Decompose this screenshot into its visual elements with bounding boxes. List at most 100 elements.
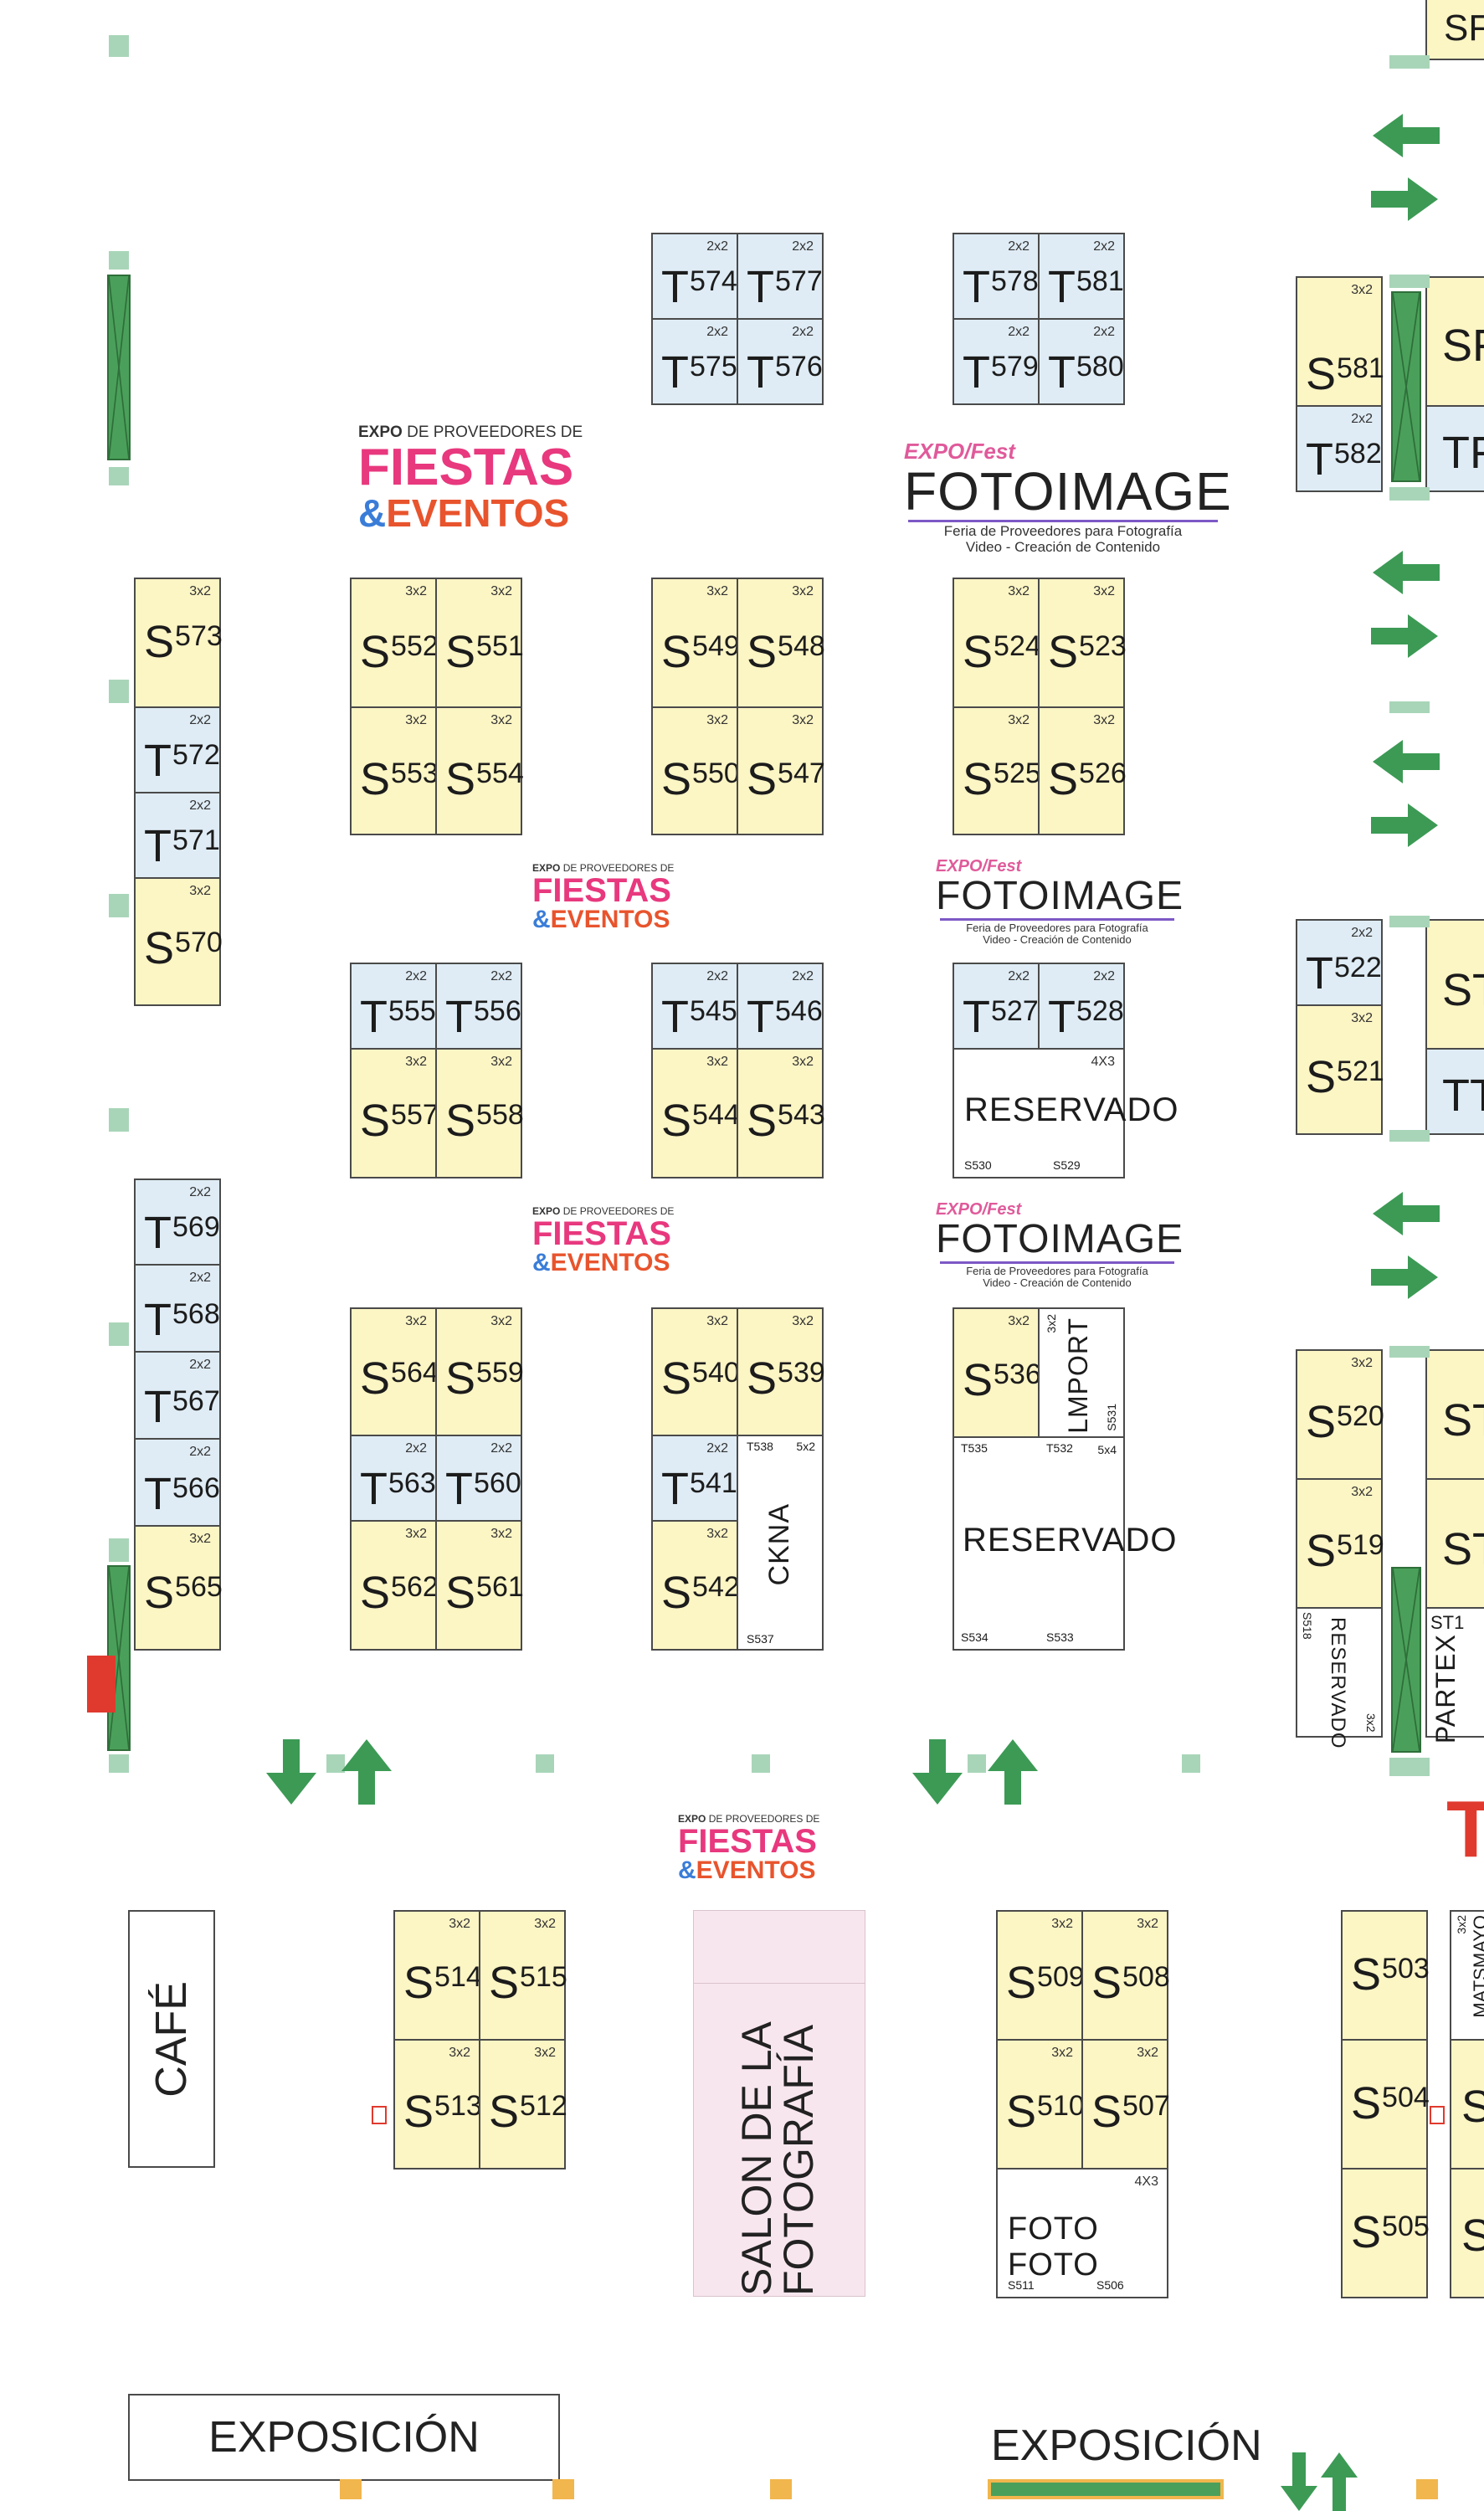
booth[interactable]: 3x2 S573 xyxy=(134,578,223,708)
booth[interactable]: 3x2 S564 xyxy=(350,1307,439,1436)
booth-id: TF xyxy=(1442,428,1484,478)
booth[interactable]: 2x2 T582 xyxy=(1296,405,1383,492)
booth[interactable]: 3x2 S510 xyxy=(996,2039,1085,2170)
reserved-booth[interactable]: T535 T532 5x4 RESERVADO S534 S533 xyxy=(953,1436,1176,1651)
edge-booth-fragment[interactable]: TF xyxy=(1425,405,1484,492)
booth[interactable]: 3x2 S554 xyxy=(435,706,524,835)
booth[interactable]: 3x2 S570 xyxy=(134,877,223,1006)
reserved-booth[interactable]: 4X3 RESERVADO S530 S529 xyxy=(953,1048,1178,1178)
booth[interactable]: 2x2 T569 xyxy=(134,1178,221,1266)
booth[interactable]: 3x2 S521 xyxy=(1296,1004,1384,1135)
edge-booth-fragment[interactable]: 3x2 MATSMAYO xyxy=(1450,1910,1484,2041)
exposicion-area[interactable]: EXPOSICIÓN xyxy=(128,2394,560,2481)
booth[interactable]: 3x2 S540 xyxy=(651,1307,740,1436)
booth-id: S526 xyxy=(1048,754,1127,804)
booth[interactable]: 3x2 S507 xyxy=(1081,2039,1170,2170)
booth[interactable]: 3x2 S552 xyxy=(350,578,439,708)
booth-id: S581 xyxy=(1306,349,1384,399)
booth[interactable]: 2x2 T571 xyxy=(134,792,221,879)
partex-booth[interactable]: ST1 PARTEX xyxy=(1425,1607,1484,1743)
booth[interactable]: S504 xyxy=(1341,2039,1430,2170)
booth-id: S551 xyxy=(445,627,524,677)
booth[interactable]: 2x2 T541 xyxy=(651,1435,738,1522)
booth[interactable]: 2x2 T576 xyxy=(737,318,824,405)
booth[interactable]: 3x2 S543 xyxy=(737,1048,825,1178)
booth[interactable]: 3x2 S550 xyxy=(651,706,740,835)
booth[interactable]: 3x2 S553 xyxy=(350,706,439,835)
booth[interactable]: 3x2 S512 xyxy=(479,2039,567,2170)
booth[interactable]: 3x2 S544 xyxy=(651,1048,740,1178)
booth[interactable]: 3x2 S536 xyxy=(953,1307,1041,1438)
column-marker xyxy=(1389,487,1430,501)
booth[interactable]: 2x2 T580 xyxy=(1038,318,1125,405)
booth[interactable]: 3x2 S514 xyxy=(393,1910,482,2041)
booth[interactable]: S503 xyxy=(1341,1910,1430,2041)
booth[interactable]: 3x2 S524 xyxy=(953,578,1041,708)
booth[interactable]: 3x2 S523 xyxy=(1038,578,1127,708)
edge-booth-fragment[interactable]: ST xyxy=(1425,1349,1484,1480)
booth[interactable]: 3x2 S515 xyxy=(479,1910,567,2041)
booth[interactable]: 3x2 S551 xyxy=(435,578,524,708)
booth[interactable]: 3x2 S561 xyxy=(435,1520,524,1651)
foto-foto-booth[interactable]: 4X3 FOTO FOTO S511 S506 xyxy=(996,2168,1168,2298)
booth[interactable]: 3x2 S557 xyxy=(350,1048,439,1178)
booth[interactable]: 3x2 S565 xyxy=(134,1525,223,1651)
booth[interactable]: 2x2 T567 xyxy=(134,1351,221,1440)
booth[interactable]: 3x2 S525 xyxy=(953,706,1041,835)
booth[interactable]: 3x2 S581 xyxy=(1296,276,1384,407)
booth-id: T545 xyxy=(661,992,737,1042)
edge-booth-fragment[interactable]: S xyxy=(1450,2039,1484,2170)
booth[interactable]: 3x2 S559 xyxy=(435,1307,524,1436)
booth[interactable]: 2x2 T575 xyxy=(651,318,738,405)
booth[interactable]: 3x2 S526 xyxy=(1038,706,1127,835)
filmport-booth[interactable]: 3x2 FILMPORT S531 xyxy=(1038,1307,1125,1459)
booth[interactable]: 2x2 T574 xyxy=(651,233,738,320)
booth[interactable]: 2x2 T545 xyxy=(651,963,738,1050)
booth-size: 2x2 xyxy=(490,969,512,983)
booth[interactable]: 2x2 T577 xyxy=(737,233,824,320)
ckna-booth[interactable]: T538 5x2 CKNA S537 xyxy=(737,1435,824,1651)
booth[interactable]: 3x2 S519 xyxy=(1296,1478,1384,1609)
booth[interactable]: 2x2 T522 xyxy=(1296,919,1383,1006)
booth-id: S509 xyxy=(1006,1958,1085,2008)
booth[interactable]: 2x2 T578 xyxy=(953,233,1040,320)
cafe-area[interactable]: CAFÉ xyxy=(128,1910,215,2168)
booth[interactable]: 2x2 T555 xyxy=(350,963,437,1050)
booth[interactable]: S505 xyxy=(1341,2168,1430,2298)
edge-booth-fragment[interactable]: ST xyxy=(1425,919,1484,1050)
booth[interactable]: 2x2 T560 xyxy=(435,1435,522,1522)
reserved-booth[interactable]: S518 RESERVADO 3x2 xyxy=(1296,1607,1383,1749)
booth[interactable]: 3x2 S539 xyxy=(737,1307,825,1436)
booth[interactable]: 3x2 S549 xyxy=(651,578,740,708)
booth[interactable]: 2x2 T527 xyxy=(953,963,1040,1050)
edge-booth-fragment[interactable]: TT xyxy=(1425,1048,1484,1135)
booth-size: 3x2 xyxy=(706,713,728,727)
booth-size: 2x2 xyxy=(792,239,814,254)
booth[interactable]: 3x2 S509 xyxy=(996,1910,1085,2041)
booth[interactable]: 3x2 S542 xyxy=(651,1520,740,1651)
booth[interactable]: 3x2 S508 xyxy=(1081,1910,1170,2041)
edge-booth-fragment[interactable]: SF xyxy=(1425,0,1484,60)
booth[interactable]: 2x2 T581 xyxy=(1038,233,1125,320)
edge-booth-fragment[interactable]: SF xyxy=(1425,276,1484,407)
booth[interactable]: 3x2 S513 xyxy=(393,2039,482,2170)
booth[interactable]: 2x2 T563 xyxy=(350,1435,437,1522)
edge-booth-fragment[interactable]: S xyxy=(1450,2168,1484,2298)
booth[interactable]: 3x2 S562 xyxy=(350,1520,439,1651)
booth[interactable]: 2x2 T579 xyxy=(953,318,1040,405)
booth[interactable]: 2x2 T572 xyxy=(134,706,221,793)
salon-area[interactable]: SALON DE LA FOTOGRAFÍA xyxy=(693,1910,865,2297)
booth[interactable]: 2x2 T528 xyxy=(1038,963,1125,1050)
column-marker xyxy=(109,894,129,917)
booth[interactable]: 3x2 S558 xyxy=(435,1048,524,1178)
booth[interactable]: 3x2 S547 xyxy=(737,706,825,835)
booth[interactable]: 2x2 T546 xyxy=(737,963,824,1050)
booth[interactable]: 2x2 T568 xyxy=(134,1264,221,1353)
edge-booth-fragment[interactable]: ST xyxy=(1425,1478,1484,1609)
exposicion-right-area[interactable]: EXPOSICIÓN xyxy=(988,2421,1262,2478)
booth-size: 2x2 xyxy=(1093,239,1115,254)
booth[interactable]: 3x2 S548 xyxy=(737,578,825,708)
booth[interactable]: 2x2 T556 xyxy=(435,963,522,1050)
booth[interactable]: 3x2 S520 xyxy=(1296,1349,1384,1480)
booth[interactable]: 2x2 T566 xyxy=(134,1438,221,1527)
